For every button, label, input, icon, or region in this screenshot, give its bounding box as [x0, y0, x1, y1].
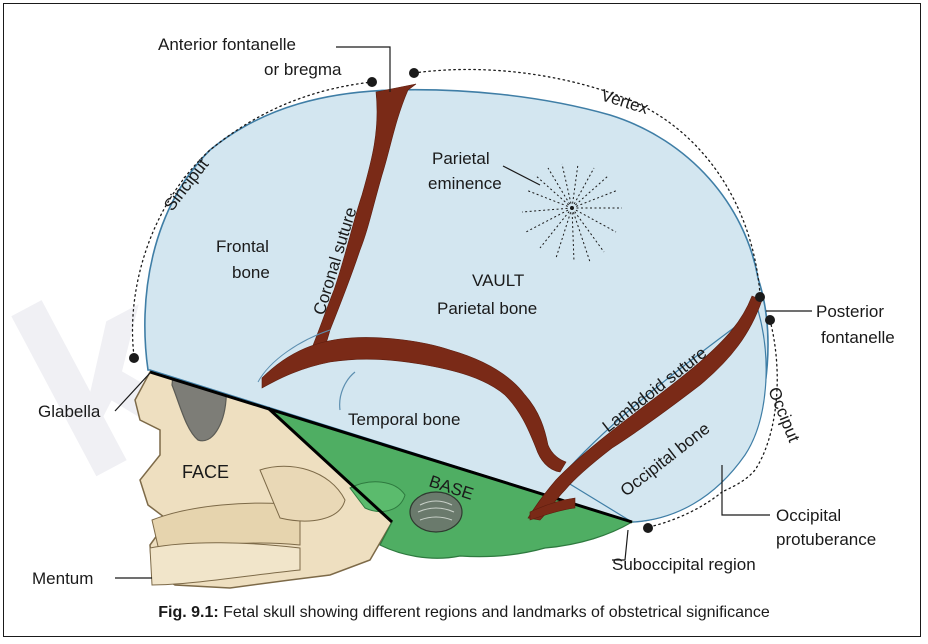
label-vertex: Vertex: [599, 86, 651, 118]
label-temporal-bone: Temporal bone: [348, 410, 460, 429]
label-parietal-bone: Parietal bone: [437, 299, 537, 318]
bregma-dot-1: [367, 77, 377, 87]
label-occipital-protuberance-2: protuberance: [776, 530, 876, 549]
label-parietal-1: Parietal: [432, 149, 490, 168]
label-vault: VAULT: [472, 271, 524, 290]
label-posterior-fontanelle-2: fontanelle: [821, 328, 895, 347]
caption-text: Fetal skull showing different regions an…: [219, 604, 770, 621]
label-parietal-2: eminence: [428, 174, 502, 193]
label-frontal-1: Frontal: [216, 237, 269, 256]
label-face: FACE: [182, 462, 229, 482]
label-suboccipital: Suboccipital region: [612, 555, 756, 574]
label-posterior-fontanelle-1: Posterior: [816, 302, 884, 321]
figure-caption: Fig. 9.1: Fetal skull showing different …: [0, 604, 928, 622]
glabella-dot: [129, 353, 139, 363]
label-frontal-2: bone: [232, 263, 270, 282]
label-occipital-protuberance-1: Occipital: [776, 506, 841, 525]
caption-number: Fig. 9.1:: [158, 604, 218, 621]
label-glabella: Glabella: [38, 402, 101, 421]
posterior-fontanelle-dot-1: [755, 292, 765, 302]
label-anterior-fontanelle-2: or bregma: [264, 60, 342, 79]
label-anterior-fontanelle-1: Anterior fontanelle: [158, 35, 296, 54]
suboccipital-dot: [643, 523, 653, 533]
posterior-fontanelle-dot-2: [765, 315, 775, 325]
label-mentum: Mentum: [32, 569, 93, 588]
bregma-dot-2: [409, 68, 419, 78]
